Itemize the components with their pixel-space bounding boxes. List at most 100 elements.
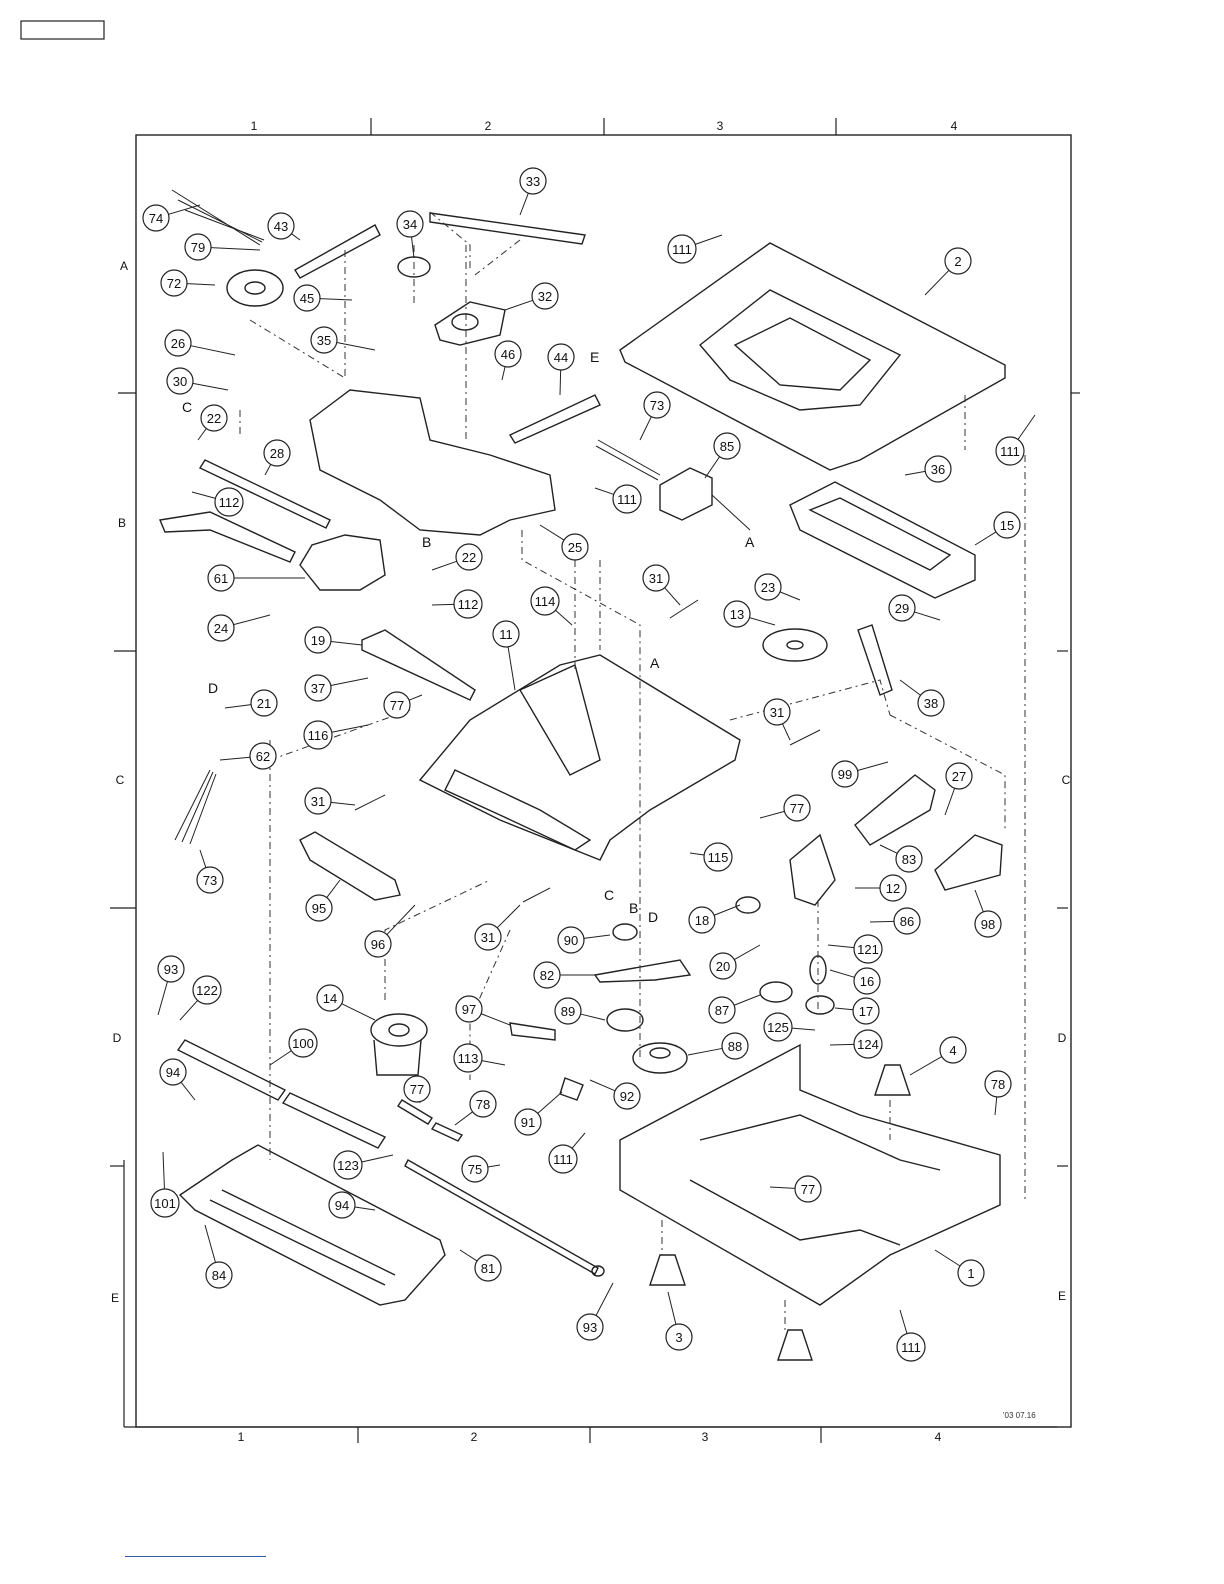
callout-45: 45 bbox=[293, 284, 353, 312]
callout-43: 43 bbox=[267, 212, 301, 241]
callout-number: 125 bbox=[767, 1020, 789, 1035]
upper-base-part bbox=[309, 389, 556, 536]
callout-leader bbox=[219, 756, 251, 761]
callout-number: 1 bbox=[967, 1266, 974, 1281]
callout-circle bbox=[709, 952, 737, 980]
part-97-part bbox=[509, 1022, 556, 1041]
arrow-letter-d-bottom: D bbox=[648, 909, 658, 925]
callout-73: 73 bbox=[639, 391, 671, 441]
callout-circle bbox=[474, 1254, 502, 1282]
callout-leader bbox=[539, 524, 565, 541]
callout-circle bbox=[924, 455, 952, 483]
callout-number: 112 bbox=[458, 597, 479, 612]
callout-circle bbox=[688, 906, 716, 934]
callout-circle bbox=[159, 1058, 187, 1086]
callout-number: 84 bbox=[212, 1268, 226, 1283]
callout-number: 98 bbox=[981, 917, 995, 932]
callout-leader bbox=[191, 491, 216, 499]
callout-circle bbox=[157, 955, 185, 983]
callout-number: 37 bbox=[311, 681, 325, 696]
callout-3: 3 bbox=[665, 1291, 693, 1351]
zone-row-right-d: D bbox=[1058, 1031, 1067, 1045]
callout-18: 18 bbox=[688, 904, 741, 934]
callout-leader bbox=[487, 1164, 501, 1168]
callout-84: 84 bbox=[204, 1224, 233, 1289]
callout-leader bbox=[879, 844, 898, 854]
callout-number: 100 bbox=[292, 1036, 314, 1051]
callout-93: 93 bbox=[576, 1282, 614, 1341]
callout-98: 98 bbox=[974, 889, 1002, 938]
callout-111: 111 bbox=[896, 1309, 926, 1362]
zone-col-bottom-3: 3 bbox=[702, 1430, 709, 1444]
callout-circle bbox=[939, 1036, 967, 1064]
callout-number: 38 bbox=[924, 696, 938, 711]
callout-leader bbox=[354, 1206, 376, 1211]
callout-112: 112 bbox=[431, 589, 483, 619]
callout-leader bbox=[326, 879, 341, 898]
callout-4: 4 bbox=[909, 1036, 967, 1076]
callout-34: 34 bbox=[396, 210, 424, 259]
callout-12: 12 bbox=[855, 874, 907, 902]
callout-leader bbox=[199, 849, 207, 868]
callout-number: 35 bbox=[317, 333, 331, 348]
callout-circle bbox=[492, 620, 520, 648]
zone-col-bottom-1: 1 bbox=[238, 1430, 245, 1444]
callout-31: 31 bbox=[642, 564, 681, 606]
callout-circle bbox=[554, 997, 582, 1025]
bracket-38-part bbox=[857, 624, 893, 696]
callout-circle bbox=[453, 1043, 483, 1073]
callout-circle bbox=[643, 391, 671, 419]
lever-83-part bbox=[854, 774, 936, 846]
callout-circle bbox=[879, 874, 907, 902]
callout-13: 13 bbox=[723, 600, 776, 628]
callout-leader bbox=[224, 704, 252, 709]
callout-leader bbox=[827, 944, 855, 949]
callout-83: 83 bbox=[879, 844, 923, 873]
callout-111: 111 bbox=[667, 234, 723, 264]
callout-number: 4 bbox=[949, 1043, 956, 1058]
callout-leader bbox=[180, 1081, 196, 1101]
callout-circle bbox=[547, 343, 575, 371]
callout-number: 36 bbox=[931, 462, 945, 477]
callout-circle bbox=[893, 907, 921, 935]
callout-number: 31 bbox=[311, 794, 325, 809]
callout-leader bbox=[361, 1154, 394, 1163]
callout-79: 79 bbox=[184, 233, 261, 261]
pulley-14-part bbox=[370, 1013, 428, 1047]
callout-leader bbox=[336, 342, 376, 351]
part-outlines bbox=[159, 189, 1006, 1361]
callout-circle bbox=[754, 573, 782, 601]
callout-number: 121 bbox=[857, 942, 879, 957]
callout-number: 113 bbox=[458, 1051, 479, 1066]
callout-leader bbox=[411, 236, 415, 259]
callout-30: 30 bbox=[166, 367, 229, 395]
callout-77: 77 bbox=[769, 1175, 822, 1203]
callout-circle bbox=[164, 329, 192, 357]
callout-circle bbox=[474, 923, 502, 951]
callout-number: 32 bbox=[538, 289, 552, 304]
callout-circle bbox=[974, 910, 1002, 938]
arrow-letter-b-bottom: B bbox=[629, 900, 638, 916]
gear-88-part bbox=[632, 1042, 688, 1074]
callout-circle bbox=[957, 1259, 985, 1287]
shaft-81-part bbox=[404, 1159, 599, 1275]
callout-number: 99 bbox=[838, 767, 852, 782]
callout-number: 27 bbox=[952, 769, 966, 784]
callout-circle bbox=[665, 1323, 693, 1351]
callout-circle bbox=[853, 934, 883, 964]
callout-circle bbox=[895, 845, 923, 873]
callout-leader bbox=[687, 1047, 723, 1056]
callout-33: 33 bbox=[519, 167, 547, 216]
callout-123: 123 bbox=[333, 1150, 394, 1180]
callout-circle bbox=[453, 589, 483, 619]
callout-leader bbox=[264, 464, 272, 476]
callout-circle bbox=[763, 698, 791, 726]
callout-72: 72 bbox=[160, 269, 216, 297]
callout-93: 93 bbox=[157, 955, 185, 1016]
callout-circle bbox=[613, 1082, 641, 1110]
callout-leader bbox=[782, 723, 791, 741]
callout-number: 124 bbox=[857, 1037, 879, 1052]
callout-number: 14 bbox=[323, 991, 337, 1006]
callout-circle bbox=[214, 487, 244, 517]
callout-circle bbox=[333, 1150, 363, 1180]
